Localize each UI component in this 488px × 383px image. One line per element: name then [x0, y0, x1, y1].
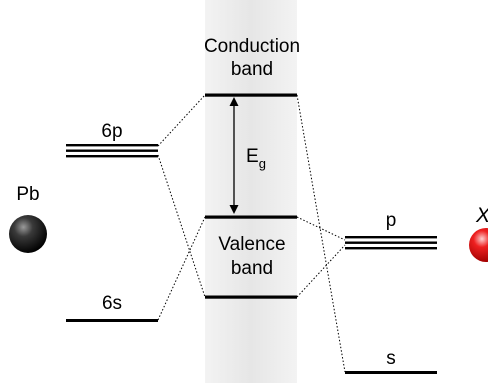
- dotted-6p-to-conduction: [157, 94, 206, 147]
- valence-band-bottom-edge: [205, 295, 297, 299]
- x-atom-sphere: [469, 228, 488, 262]
- valence-band-top-edge: [205, 215, 297, 219]
- x-s-label: s: [386, 348, 396, 369]
- conduction-band-label-line1: Conduction: [204, 36, 300, 57]
- valence-band-label-line1: Valence: [218, 234, 285, 255]
- dotted-valence-top-to-p: [296, 216, 346, 241]
- hybridization-lines: [157, 94, 346, 373]
- pb-6p-level: [66, 144, 158, 158]
- conduction-band-edge: [205, 93, 297, 97]
- dotted-6p-to-valence-bottom: [157, 154, 206, 298]
- pb-atom-label: Pb: [16, 184, 39, 205]
- valence-band-label-line2: band: [231, 258, 273, 279]
- band-gap-symbol: E: [246, 146, 259, 167]
- dotted-conduction-to-s: [296, 94, 346, 373]
- x-s-level: [345, 371, 437, 374]
- pb-6s-level: [66, 319, 158, 322]
- dotted-valence-bottom-to-p: [296, 244, 346, 298]
- dotted-6s-to-valence-top: [157, 216, 206, 321]
- pb-6s-label: 6s: [102, 293, 122, 314]
- conduction-band-label-line2: band: [231, 59, 273, 80]
- pb-atom-sphere: [9, 215, 47, 253]
- pb-6p-label: 6p: [101, 121, 122, 142]
- x-p-level: [345, 236, 437, 250]
- x-p-label: p: [386, 210, 397, 231]
- band-region: [205, 0, 297, 383]
- band-gap-arrow: [229, 97, 239, 214]
- x-atom-label: X: [475, 204, 488, 227]
- band-gap-label: Eg: [246, 146, 266, 171]
- band-gap-subscript: g: [259, 156, 266, 171]
